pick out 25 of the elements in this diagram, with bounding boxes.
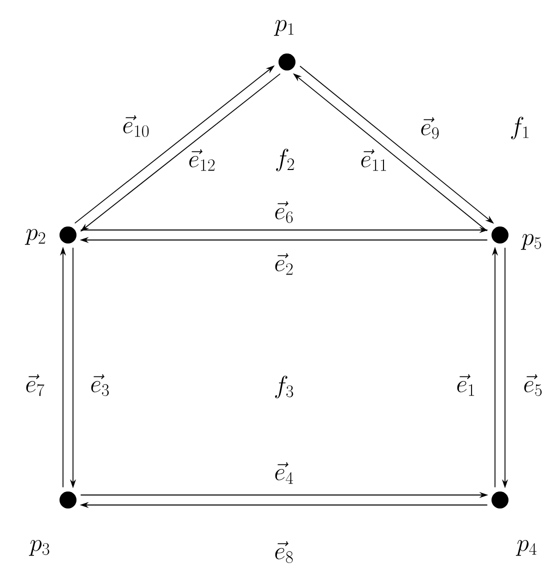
face-label: $f_1$: [511, 116, 528, 140]
vertex-dot: [492, 226, 508, 244]
face-label: $f_3$: [275, 376, 294, 398]
edge-label: $\vec{e}_1$: [457, 374, 474, 396]
edge-label: $\vec{e}_4$: [275, 462, 293, 484]
edge-label: $\vec{e}_{11}$: [361, 149, 386, 171]
vertex-dot: [60, 226, 76, 244]
vertex-label: $p_2$: [24, 228, 46, 245]
edge-label: $\vec{e}_9$: [421, 117, 439, 140]
edge-label: $\vec{e}_6$: [275, 201, 293, 224]
edge-label: $\vec{e}_{12}$: [189, 149, 215, 171]
vertex-label: $p_3$: [28, 540, 50, 556]
edge-label: $\vec{e}_5$: [524, 374, 542, 396]
edge-label: $\vec{e}_8$: [275, 541, 293, 563]
edge-label: $\vec{e}_3$: [91, 374, 109, 396]
edge-label: $\vec{e}_2$: [275, 253, 293, 275]
vertex-label: $p_4$: [516, 540, 536, 556]
vertex-dot: [492, 492, 508, 508]
vertex-label: $p_5$: [520, 234, 542, 250]
vertex-label: $p_1$: [274, 20, 294, 36]
vertex-dot: [278, 54, 296, 70]
vertex-dot: [60, 492, 76, 508]
face-label: $f_2$: [276, 148, 294, 172]
edge-label: $\vec{e}_7$: [26, 374, 44, 396]
edge-label: $\vec{e}_{10}$: [123, 115, 149, 138]
